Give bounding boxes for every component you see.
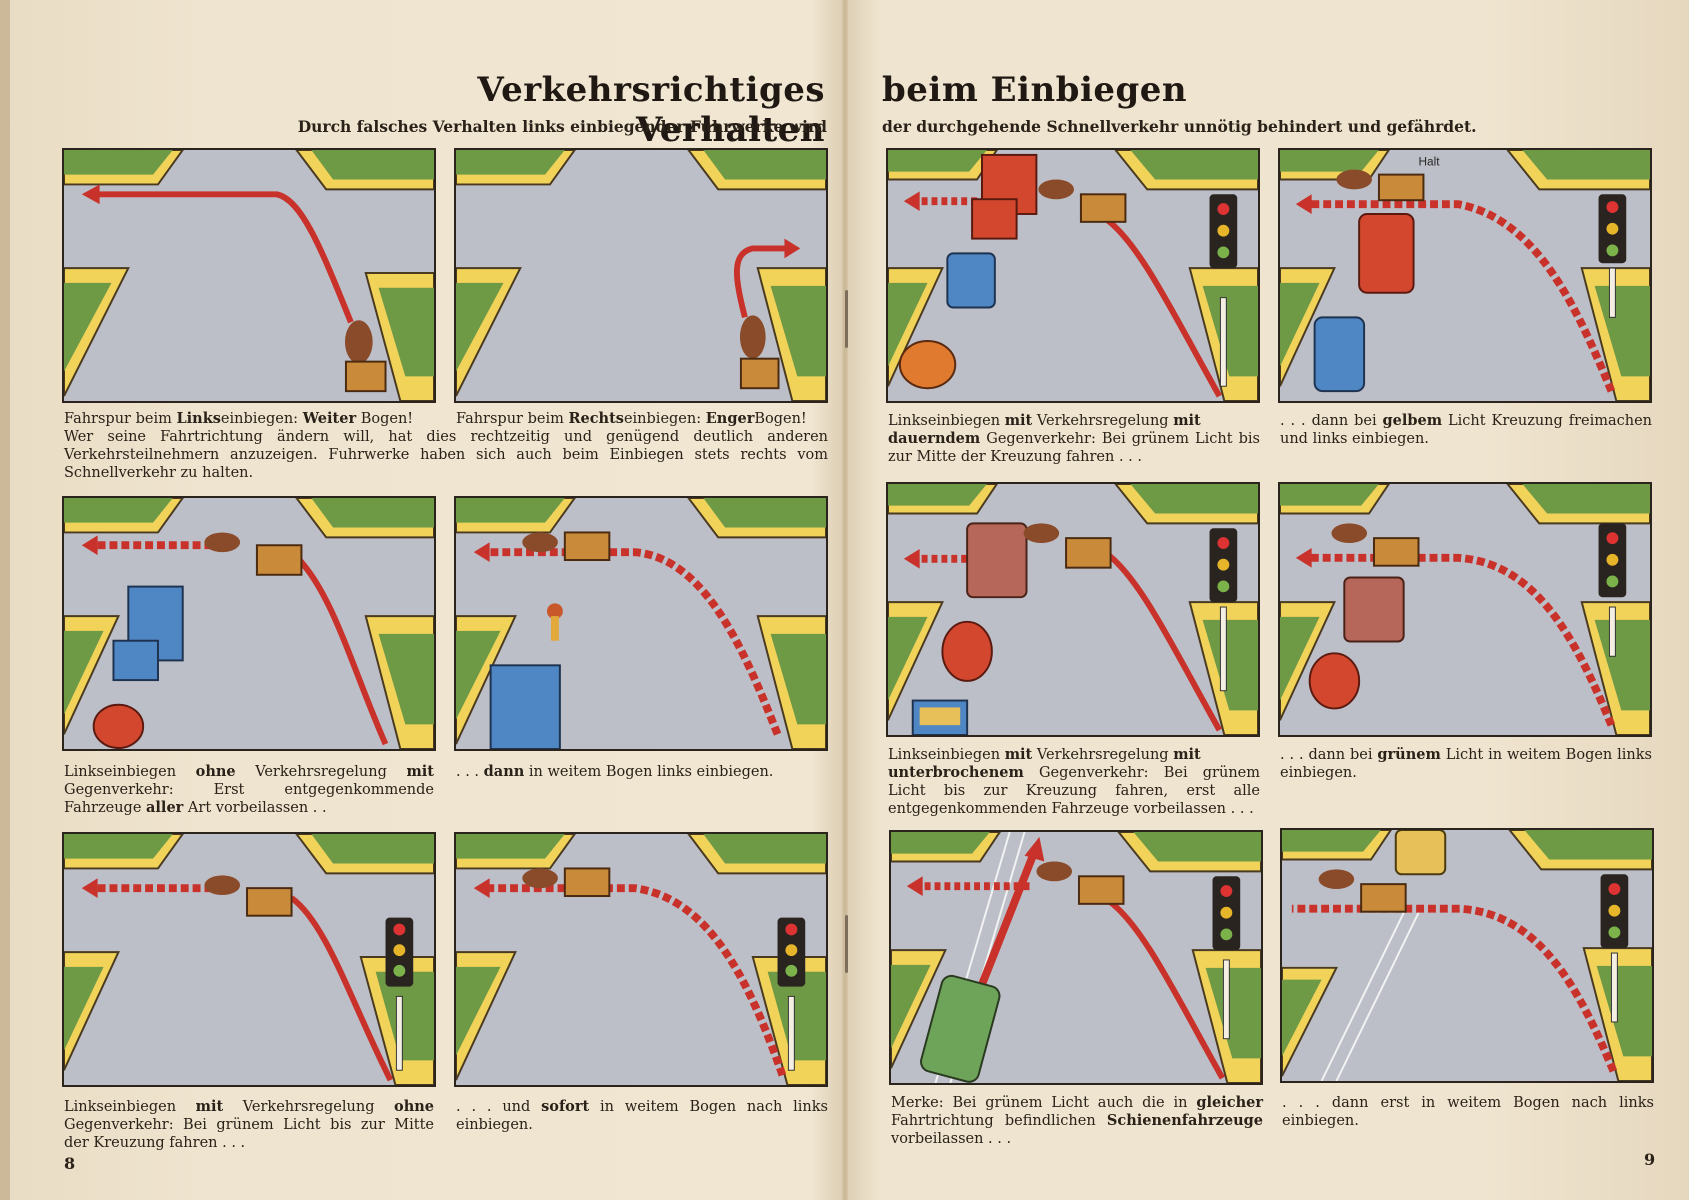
subtitle-right: der durchgehende Schnellverkehr unnötig … <box>882 117 1477 136</box>
horse-cart-icon <box>1318 869 1407 913</box>
horse-cart-icon <box>1023 523 1112 569</box>
caption-panel-2: Fahrspur beim Rechtseinbiegen: EngerBoge… <box>456 410 807 427</box>
illustration-panel-1 <box>62 148 436 403</box>
caption-panel-10: . . . dann bei grünem Licht in weitem Bo… <box>1280 746 1652 781</box>
caption-panel-4: . . . dann in weitem Bogen links einbieg… <box>456 763 774 780</box>
caption-panel-6: . . . und sofort in weitem Bogen nach li… <box>456 1098 828 1133</box>
caption-rule-text: Wer seine Fahrtrichtung ändern will, hat… <box>64 429 828 481</box>
truck-icon <box>966 522 1028 599</box>
car-icon <box>941 620 993 682</box>
illustration-panel-3 <box>62 496 436 751</box>
caption-panel-8: . . . dann bei gelbem Licht Kreuzung fre… <box>1280 412 1653 447</box>
car-icon <box>1313 316 1366 393</box>
horse-cart-icon <box>1331 523 1420 567</box>
page-edge <box>0 0 10 1200</box>
traffic-light-icon <box>777 917 806 1071</box>
horse-cart-icon <box>344 320 387 393</box>
traffic-light-icon <box>1600 874 1629 1023</box>
illustration-panel-5 <box>62 832 436 1087</box>
traffic-light-icon <box>1209 194 1238 387</box>
caption-panel-5: Linkseinbiegen mit Verkehrsregelung ohne… <box>64 1098 435 1151</box>
tram-icon <box>1394 830 1447 876</box>
car-icon <box>898 339 957 390</box>
page-title-right: beim Einbiegen <box>882 70 1188 110</box>
traffic-light-icon <box>1598 523 1627 657</box>
staple-bottom <box>845 915 848 973</box>
staple-top <box>845 290 848 348</box>
halt-sign-label: Halt <box>1419 155 1441 169</box>
cart-icon <box>911 699 969 735</box>
truck-icon <box>1358 212 1415 294</box>
horse-cart-icon <box>522 867 611 897</box>
car-icon <box>1308 652 1361 710</box>
truck-icon <box>112 585 184 682</box>
illustration-panel-12 <box>1280 828 1654 1083</box>
horse-cart-icon <box>739 315 780 390</box>
horse-cart-icon <box>1036 861 1125 905</box>
car-icon <box>92 703 145 749</box>
tram-icon <box>920 974 1001 1083</box>
truck-icon <box>971 153 1038 240</box>
caption-panel-3: Linkseinbiegen ohne Verkehrsregelung mit… <box>64 763 435 816</box>
illustration-panel-11 <box>889 830 1263 1085</box>
horse-cart-icon <box>204 532 303 576</box>
illustration-panel-2 <box>454 148 828 403</box>
horse-cart-icon <box>522 531 611 561</box>
caption-panel-1: Fahrspur beim Linkseinbiegen: Weiter Bog… <box>64 410 414 427</box>
horse-cart-icon <box>1336 169 1425 202</box>
page-number-left: 8 <box>64 1154 76 1173</box>
horse-cart-icon <box>204 875 293 917</box>
book-gutter <box>842 0 848 1200</box>
horse-cart-icon <box>1038 179 1127 223</box>
subtitle-left: Durch falsches Verhalten links einbiegen… <box>297 117 827 136</box>
traffic-light-icon <box>1209 528 1238 692</box>
traffic-light-icon <box>1598 194 1627 318</box>
page-title-left: Verkehrsrichtiges Verhalten <box>477 70 825 150</box>
illustration-panel-7 <box>886 148 1260 403</box>
cyclist-icon <box>547 603 563 641</box>
illustration-panel-9 <box>886 482 1260 737</box>
illustration-panel-4 <box>454 496 828 751</box>
page-number-right: 9 <box>1644 1150 1656 1169</box>
truck-icon <box>489 664 561 749</box>
truck-icon <box>1343 576 1405 643</box>
traffic-light-icon <box>1212 876 1241 1040</box>
illustration-panel-6 <box>454 832 828 1087</box>
caption-panel-11: Merke: Bei grünem Licht auch die in glei… <box>891 1094 1263 1147</box>
traffic-light-icon <box>385 917 414 1071</box>
car-icon <box>946 252 996 309</box>
illustration-panel-8: Halt <box>1278 148 1652 403</box>
caption-panel-12: . . . dann erst in weitem Bogen nach lin… <box>1282 1095 1654 1129</box>
illustration-panel-10 <box>1278 482 1652 737</box>
